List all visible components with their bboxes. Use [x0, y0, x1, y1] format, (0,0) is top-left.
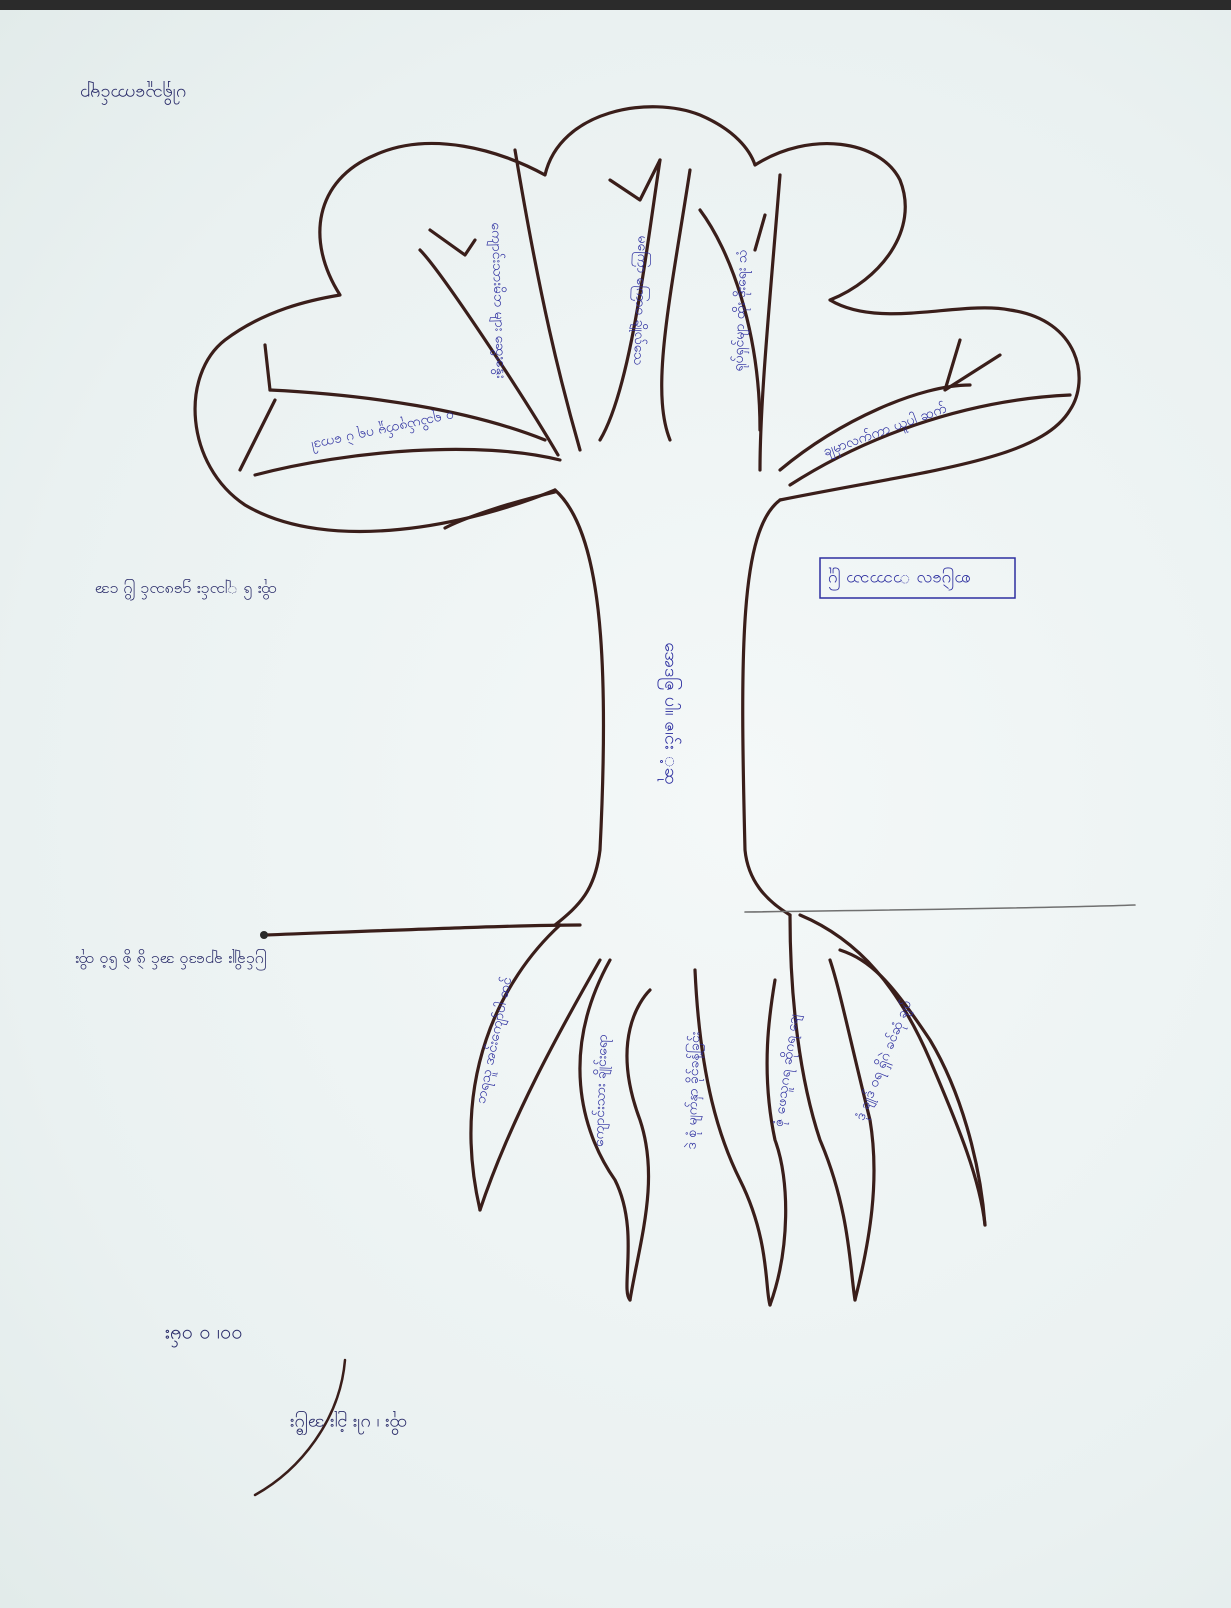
side-note-left: ထိုး ၆ ျသင်း ဌဖေသင် ပြိ ငအ	[95, 578, 277, 602]
ground-line	[265, 925, 580, 935]
branch-label: ရုပ်ရှင်မျာ ထိုး ဒိုးရေး သံ	[728, 249, 753, 371]
root-label: ကျောင်းသား ချိုင်းရော	[589, 1034, 614, 1147]
ground-marker-dot	[260, 931, 268, 939]
signature-name: ဝဝ၊ ဝ ဝမ်း	[165, 1320, 242, 1350]
leaf-label-right: စာပြဲလေ ာဘာသာ ပြု	[828, 566, 971, 591]
root-4	[790, 915, 855, 1300]
corner-note: ပါရှိသူကောင်မျာ	[80, 80, 186, 107]
footer-note: ထိုး ၊ ပါး ဥုံး အပြီး	[290, 1410, 407, 1437]
trunk-text: အေဒဇြ ပါ။ ဇ၊င်း ့ဆု	[657, 619, 684, 809]
root-label: ဒဲ စုံ မျက်နှာ ခိုင်ခန့်ခြင်း	[681, 1031, 706, 1149]
trunk-right-edge	[743, 500, 790, 915]
root-5	[800, 915, 985, 1225]
ground-note: ပြင်ချိုး ချာဒေဝ် အင် ဖွဲ စွဲ ၆ဝံ ထိုး	[75, 948, 267, 972]
root-3	[695, 970, 770, 1305]
trunk-left-edge	[555, 490, 604, 925]
